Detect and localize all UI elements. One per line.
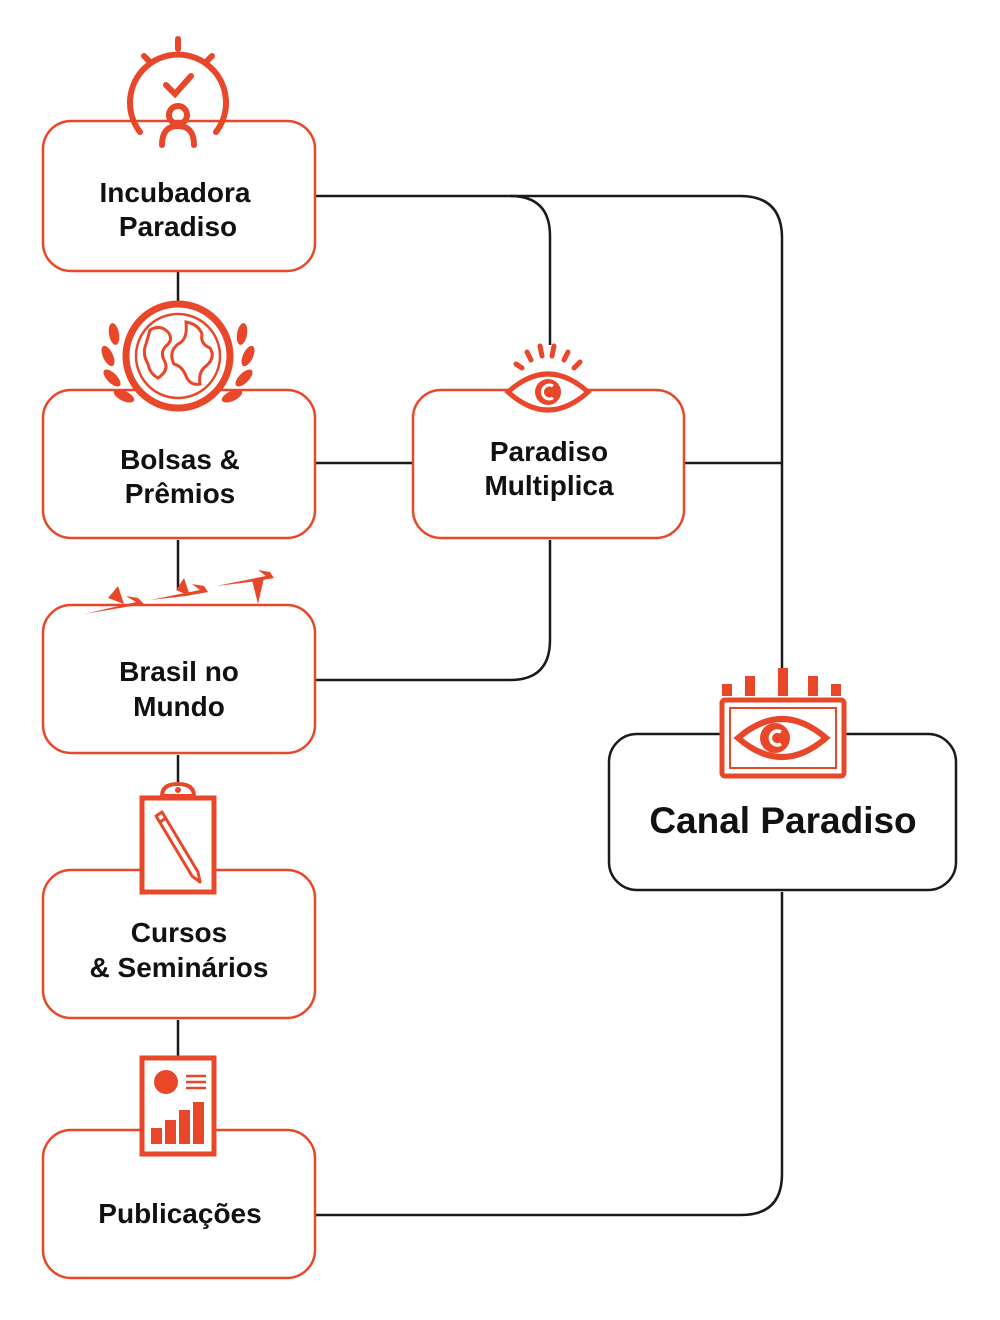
node-multiplica-line2: Multiplica [484,470,614,501]
node-bolsas-line2: Prêmios [125,478,236,509]
node-brasil-box [41,603,317,755]
flying-birds-icon [84,570,274,614]
clipboard-pen-icon [139,781,217,895]
node-publicacoes: Publicações [41,1055,317,1280]
node-cursos-line1: Cursos [131,917,227,948]
eye-logo-icon [504,343,592,413]
connectors [176,194,784,1217]
globe-laurel-icon [101,300,255,412]
connector-canal-publicacoes [316,892,784,1217]
node-cursos-line2: & Seminários [90,952,269,983]
node-incubadora: Incubadora Paradiso [41,36,317,273]
node-bolsas-line1: Bolsas & [120,444,240,475]
report-chart-icon [139,1055,217,1157]
node-brasil-line1: Brasil no [119,656,239,687]
node-multiplica-line1: Paradiso [490,436,608,467]
connector-multiplica-brasil [316,540,552,682]
node-brasil: Brasil no Mundo [41,570,317,755]
node-brasil-line2: Mundo [133,691,225,722]
tv-eye-icon [719,668,847,779]
node-bolsas: Bolsas & Prêmios [41,300,317,540]
node-incubadora-line2: Paradiso [119,211,237,242]
node-publicacoes-label: Publicações [98,1198,261,1229]
node-canal: Canal Paradiso [607,668,958,892]
stopwatch-person-icon [127,36,229,148]
node-incubadora-line1: Incubadora [100,177,251,208]
node-canal-label: Canal Paradiso [649,800,916,841]
connector-incubadora-multiplica [509,194,552,345]
connector-incubadora-right [316,194,784,670]
node-cursos: Cursos & Seminários [41,781,317,1020]
node-multiplica: Paradiso Multiplica [411,343,686,540]
